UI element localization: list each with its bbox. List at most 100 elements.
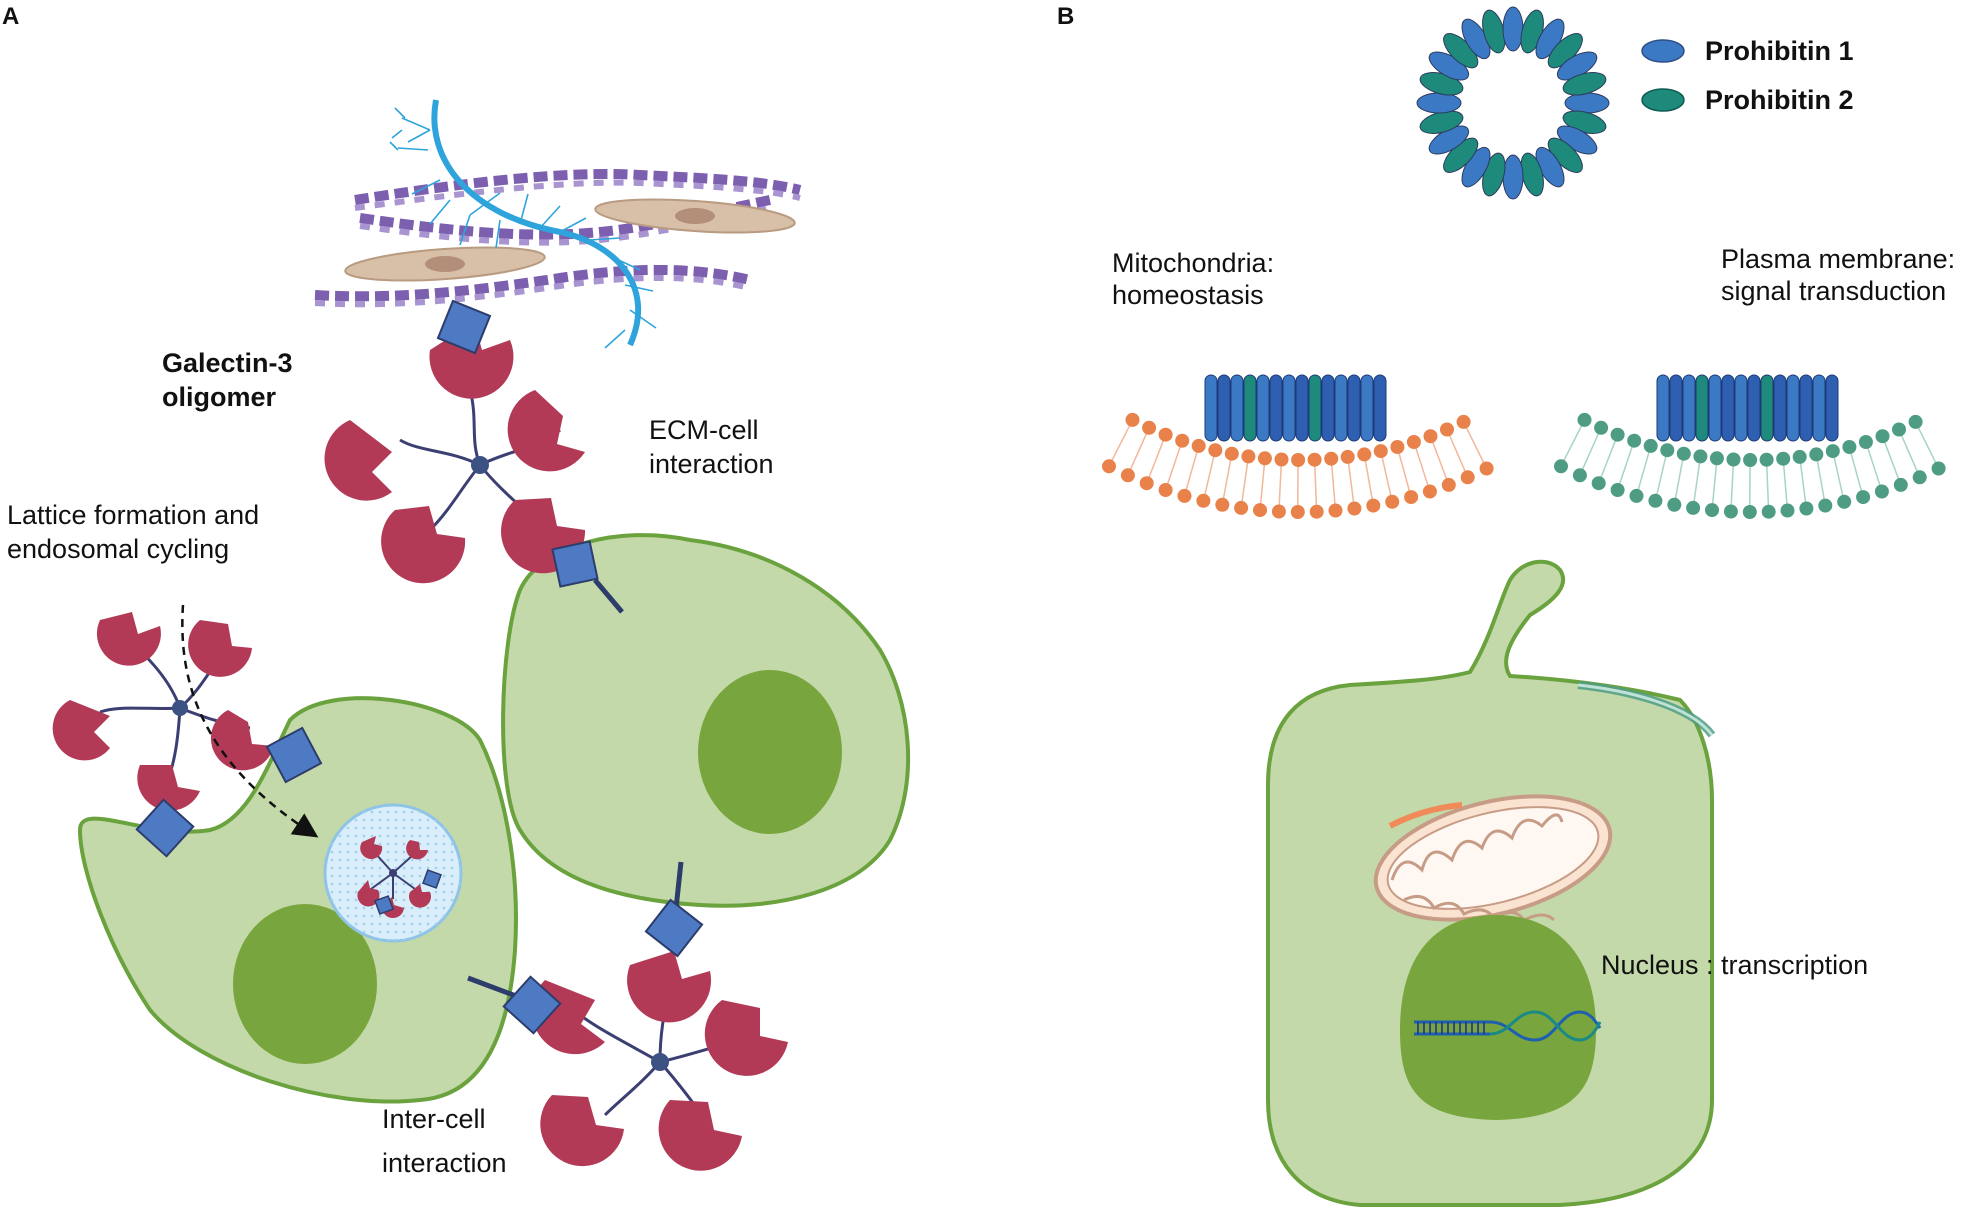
lipid-head: [1874, 484, 1889, 499]
lipid-tail: [1148, 440, 1165, 478]
ecm-network: [314, 99, 802, 349]
cell-left: [77, 696, 518, 1104]
legend-swatch-prohibitin-1: [1641, 39, 1685, 63]
lipid-head: [1139, 476, 1154, 491]
lipid-head: [1776, 451, 1791, 466]
lipid-head: [1366, 498, 1381, 513]
lipid-head: [1120, 468, 1135, 483]
glycan-cell-right-bottom: [644, 861, 704, 958]
prohibitin-subunit: [1347, 374, 1361, 442]
lipid-head: [1274, 452, 1289, 467]
ring-subunit-prohibitin-1: [1502, 6, 1524, 52]
glycan-cell-right-top: [551, 540, 624, 614]
lipid-head: [1648, 493, 1663, 508]
lipid-head: [1577, 412, 1592, 427]
lipid-head: [1837, 494, 1852, 509]
lipid-head: [1610, 483, 1625, 497]
lipid-tail: [1900, 434, 1918, 472]
lipid-tail: [1111, 424, 1131, 462]
lipid-head: [1440, 422, 1454, 437]
prohibitin-subunit: [1812, 374, 1826, 442]
lipid-head: [1856, 490, 1871, 505]
lipid-head: [1142, 420, 1157, 435]
lipid-head: [1224, 446, 1239, 461]
prohibitin-subunit: [1308, 374, 1322, 442]
prohibitin-subunit: [1217, 374, 1231, 442]
lipid-head: [1705, 503, 1719, 518]
lipid-head: [1441, 477, 1456, 492]
fibroblast-1-nucleus: [425, 256, 465, 272]
lipid-head: [1234, 500, 1249, 515]
prohibitin-subunit: [1708, 374, 1722, 442]
lipid-head: [1780, 503, 1795, 518]
lipid-tail: [1816, 460, 1826, 500]
lipid-tail: [1364, 460, 1374, 500]
lipid-tail: [1431, 441, 1448, 480]
prohibitin-subunit: [1269, 374, 1283, 442]
legend-swatch-prohibitin-2: [1641, 88, 1685, 112]
lipid-head: [1629, 488, 1644, 503]
lipid-head: [1723, 504, 1738, 519]
ring-subunit-prohibitin-2: [1562, 72, 1607, 96]
lipid-head: [1799, 501, 1814, 516]
lipid-head: [1158, 427, 1173, 442]
galectin-oligomer-bottom: [531, 951, 788, 1171]
prohibitin-subunit: [1825, 374, 1839, 442]
lipid-head: [1572, 468, 1587, 483]
lipid-head: [1726, 452, 1741, 467]
galectin-oligomer-left: [52, 612, 274, 811]
lipid-head: [1660, 443, 1675, 458]
prohibitin-subunit: [1656, 374, 1670, 442]
lipid-head: [1825, 444, 1840, 459]
lipid-tail: [1917, 426, 1937, 464]
lipid-head: [1858, 435, 1873, 449]
prohibitin-complex: [1204, 374, 1387, 442]
lipid-head: [1686, 500, 1701, 515]
lipid-head: [1385, 494, 1400, 509]
lipid-tail: [1381, 456, 1392, 497]
lipid-tail: [1883, 441, 1900, 480]
fibronectin-strand: [389, 99, 657, 349]
plasma-membrane-patch: [1554, 374, 1946, 519]
lipid-head: [1460, 470, 1475, 485]
prohibitin-subunit: [1243, 374, 1257, 442]
lipid-head: [1693, 449, 1708, 464]
lipid-head: [1875, 429, 1890, 444]
lipid-head: [1912, 470, 1927, 485]
lipid-head: [1643, 438, 1658, 453]
lipid-head: [1594, 420, 1609, 435]
collagen-fiber-3: [314, 264, 752, 308]
lipid-tail: [1693, 462, 1701, 503]
lipid-head: [1324, 451, 1339, 466]
lipid-head: [1390, 440, 1405, 454]
lipid-tail: [1415, 447, 1429, 487]
glycan-left-1: [265, 726, 323, 784]
lipid-head: [1893, 477, 1908, 492]
lipid-tail: [1259, 464, 1266, 505]
lipid-tail: [1465, 426, 1485, 464]
panel-a-letter: A: [2, 3, 19, 30]
lipid-head: [1291, 453, 1306, 467]
inter-cell-interaction-label: Inter-cell interaction: [382, 1104, 507, 1178]
lipid-tail: [1222, 459, 1232, 500]
legend: Prohibitin 1 Prohibitin 2: [1641, 36, 1854, 115]
lipid-tail: [1129, 432, 1148, 471]
cell-right: [501, 533, 911, 908]
prohibitin-subunit: [1734, 374, 1748, 442]
lipid-head: [1892, 422, 1906, 437]
prohibitin-subunit: [1282, 374, 1296, 442]
panel-b-letter: B: [1057, 3, 1074, 30]
prohibitin-subunit: [1204, 374, 1218, 442]
lipid-tail: [1185, 451, 1198, 491]
prohibitin-subunit: [1334, 374, 1348, 442]
lipid-tail: [1330, 464, 1336, 505]
ecm-cell-interaction-label: ECM-cell interaction: [649, 415, 774, 479]
lipid-tail: [1448, 434, 1466, 472]
fibroblast-2-nucleus: [675, 208, 715, 224]
lipid-tail: [1833, 456, 1844, 497]
lipid-head: [1422, 484, 1437, 499]
lipid-head: [1158, 483, 1173, 497]
lipid-head: [1676, 446, 1691, 461]
mitochondrion: [1373, 794, 1613, 922]
